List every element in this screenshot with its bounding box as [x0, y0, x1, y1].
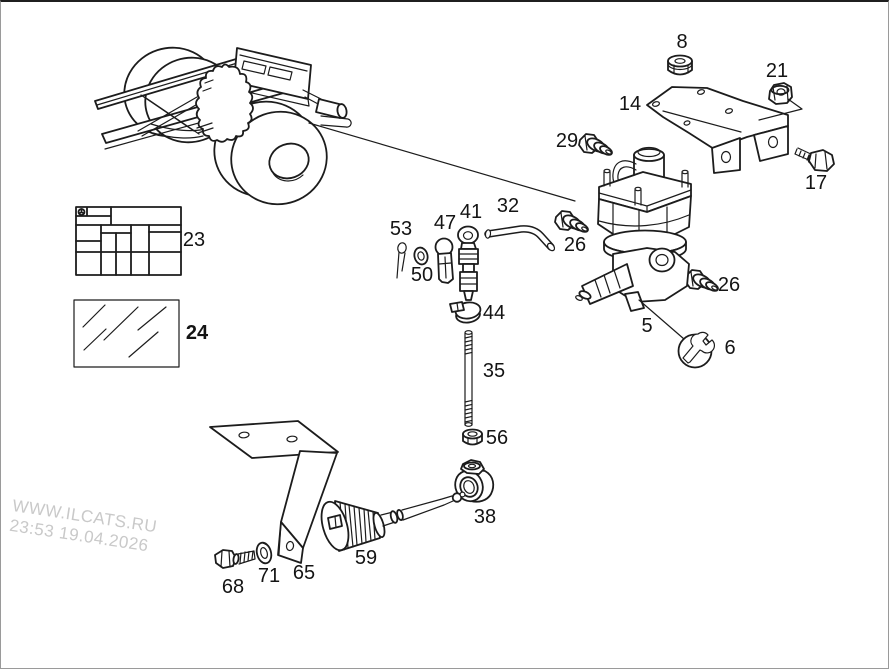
callout-part-59[interactable]: 59	[354, 547, 378, 569]
chassis-drawing	[94, 46, 352, 206]
washer-71-drawing	[255, 541, 273, 565]
callout-part-17[interactable]: 17	[804, 172, 828, 194]
plate-23-drawing	[75, 206, 182, 276]
nut-56-drawing	[462, 428, 483, 446]
cotter-pin-53-drawing	[396, 242, 407, 279]
bracket-14-drawing	[646, 86, 789, 174]
nut-29-drawing	[578, 133, 615, 158]
valve-5-drawing	[575, 146, 692, 312]
leader-line-nut-21	[758, 98, 803, 121]
callout-part-23[interactable]: 23	[182, 229, 206, 251]
callout-part-29[interactable]: 29	[555, 130, 579, 152]
callout-part-50[interactable]: 50	[410, 264, 434, 286]
nut-8-drawing	[667, 54, 693, 76]
callout-part-68[interactable]: 68	[221, 576, 245, 598]
callout-part-71[interactable]: 71	[257, 565, 281, 587]
callout-part-8[interactable]: 8	[676, 31, 688, 53]
clamp-44-drawing	[449, 301, 482, 324]
callout-part-6[interactable]: 6	[724, 337, 736, 359]
leader-line-chassis-to-valve	[308, 122, 576, 202]
callout-part-5[interactable]: 5	[641, 315, 653, 337]
callout-part-14[interactable]: 14	[618, 93, 642, 115]
clevis-47-drawing	[434, 237, 454, 284]
nut-26-right-drawing	[684, 269, 721, 294]
callout-part-47[interactable]: 47	[433, 212, 457, 234]
callout-part-38[interactable]: 38	[473, 506, 497, 528]
nut-21-drawing	[768, 82, 793, 105]
callout-part-44[interactable]: 44	[482, 302, 506, 324]
nut-26-upper-drawing	[554, 210, 591, 235]
bolt-17-drawing	[794, 147, 835, 172]
callout-part-26-upper[interactable]: 26	[563, 234, 587, 256]
rod-35-drawing	[464, 330, 473, 427]
callout-part-24[interactable]: 24	[185, 322, 209, 344]
callout-part-26-right[interactable]: 26	[717, 274, 741, 296]
callout-part-41[interactable]: 41	[459, 201, 483, 223]
connector-41-drawing	[457, 225, 479, 301]
knob-59-drawing	[320, 491, 466, 552]
brand-star-icon	[77, 208, 86, 216]
hose-32-drawing	[484, 225, 556, 252]
bracket-65-drawing	[209, 420, 339, 564]
callout-part-56[interactable]: 56	[485, 427, 509, 449]
callout-part-21[interactable]: 21	[765, 60, 789, 82]
wrench-icon	[677, 331, 716, 369]
washer-50-drawing	[413, 246, 429, 266]
callout-part-53[interactable]: 53	[389, 218, 413, 240]
callout-part-65[interactable]: 65	[292, 562, 316, 584]
bolt-68-drawing	[214, 549, 256, 569]
callout-part-35[interactable]: 35	[482, 360, 506, 382]
plate-24-drawing	[73, 299, 180, 368]
leader-line-valve-to-tool	[638, 299, 685, 340]
callout-part-32[interactable]: 32	[496, 195, 520, 217]
